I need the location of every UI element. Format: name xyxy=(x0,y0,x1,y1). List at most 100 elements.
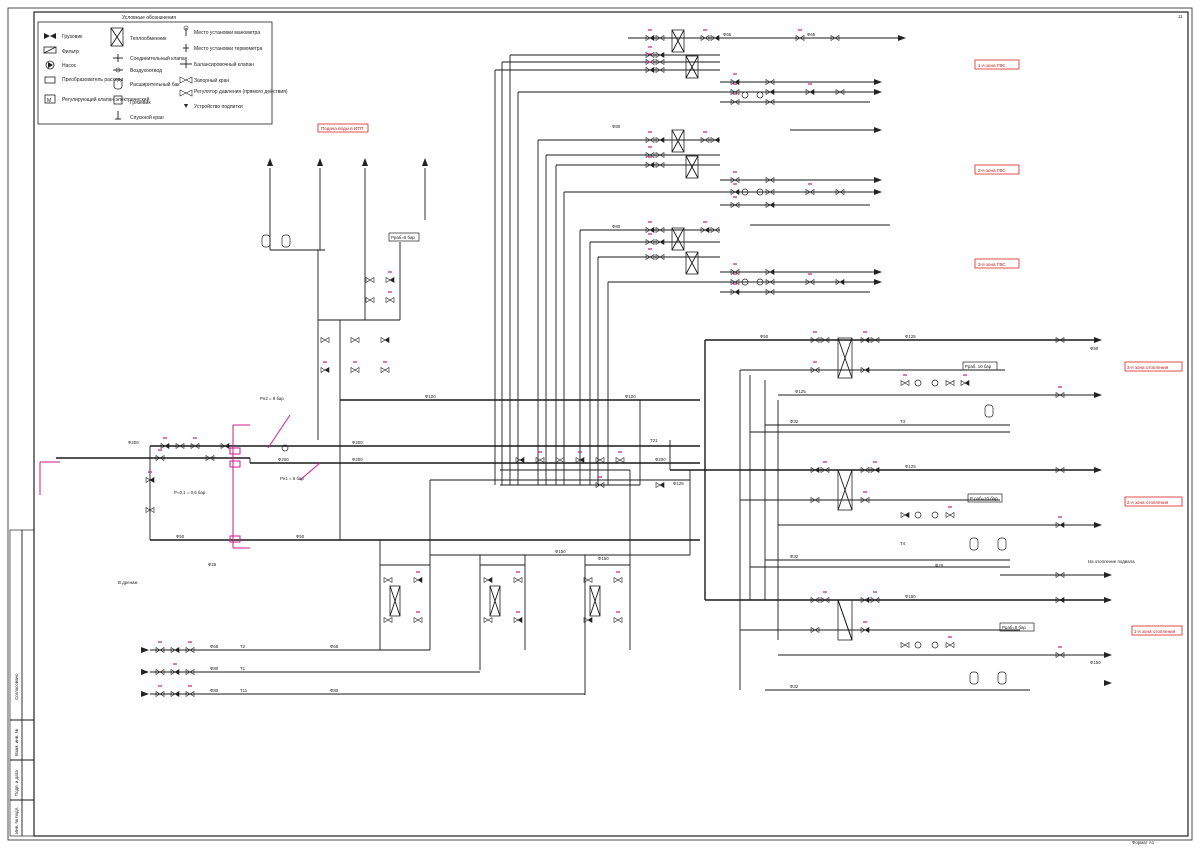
valve-icon xyxy=(814,466,820,474)
label-d200-2: Ф200 xyxy=(352,440,363,445)
valve-icon xyxy=(655,226,661,234)
valve-icon xyxy=(617,616,623,624)
pressure-box-2: Рраб. 10 бар xyxy=(965,364,992,369)
valve-icon xyxy=(1055,571,1061,579)
arrow-10 xyxy=(1094,392,1102,398)
drain-label: В дренаж xyxy=(118,580,137,585)
valve-icon xyxy=(730,188,736,196)
valve-icon xyxy=(805,188,811,196)
regulating-valve-icon: M xyxy=(44,94,56,104)
valve-icon xyxy=(655,481,661,489)
valve-icon xyxy=(734,188,740,196)
valve-icon xyxy=(704,34,710,42)
valve-icon xyxy=(1059,336,1065,344)
legend-item-9: Расширительный бак xyxy=(130,81,180,88)
valve-icon xyxy=(160,442,166,450)
valve-icon xyxy=(645,226,651,234)
valve-icon xyxy=(704,136,710,144)
valve-icon xyxy=(519,456,525,464)
valve-icon xyxy=(860,366,866,374)
valve-icon xyxy=(824,466,830,474)
filter-icon xyxy=(43,46,57,54)
label-d50-4: Ф50 xyxy=(1090,346,1099,351)
label-t4-1: Т4 xyxy=(900,541,906,546)
valve-icon xyxy=(513,616,519,624)
legend-item-15: Запорный кран xyxy=(194,77,229,84)
title-cell-4: Инв. № подл. xyxy=(14,807,19,834)
valve-icon xyxy=(864,366,870,374)
valve-icon xyxy=(860,596,866,604)
valve-icon xyxy=(1055,336,1061,344)
valve-icon xyxy=(649,253,655,261)
heat-exchanger-3a xyxy=(671,227,685,251)
arrow-8 xyxy=(874,279,882,285)
arrow-9 xyxy=(1094,337,1102,343)
label-d50-1: Ф50 xyxy=(296,534,305,539)
valve-icon xyxy=(185,690,191,698)
label-d200-1: Ф200 xyxy=(128,440,139,445)
valve-icon xyxy=(864,466,870,474)
valve-icon xyxy=(659,151,665,159)
legend-item-1: Грузовик xyxy=(62,34,83,40)
valve-icon xyxy=(810,496,816,504)
arrow-up-2 xyxy=(317,158,323,166)
label-t3-1: Т3 xyxy=(900,419,906,424)
valve-icon xyxy=(765,78,771,86)
label-d100-1: Ф100 xyxy=(425,394,436,399)
valve-icon xyxy=(655,151,661,159)
label-t1-1: Т1 xyxy=(240,666,246,671)
valve-icon xyxy=(369,276,375,284)
check-valve-icon xyxy=(113,54,123,62)
valve-icon xyxy=(874,596,880,604)
valve-icon xyxy=(659,253,665,261)
legend-item-14: Балансировочный клапан xyxy=(194,61,254,68)
valve-icon xyxy=(179,442,185,450)
valve-icon xyxy=(809,278,815,286)
valve-icon xyxy=(324,366,330,374)
valve-icon xyxy=(769,98,775,106)
valve-icon xyxy=(194,442,200,450)
valve-icon xyxy=(730,278,736,286)
balancing-valve-icon xyxy=(180,60,192,68)
valve-icon xyxy=(583,616,589,624)
title-cell-3: Подп. и дата xyxy=(14,770,19,796)
arrow-up-4 xyxy=(422,158,428,166)
valve-icon xyxy=(949,641,955,649)
valve-icon xyxy=(365,276,371,284)
valve-icon xyxy=(655,51,661,59)
title-cell-1: Согласовано xyxy=(14,673,19,700)
label-d80-5: Ф80 xyxy=(612,224,621,229)
valve-icon xyxy=(765,201,771,209)
valve-icon xyxy=(387,616,393,624)
legend-item-13: Место установки термометра xyxy=(194,46,263,52)
valve-icon xyxy=(365,296,371,304)
valve-icon xyxy=(155,690,161,698)
valve-icon xyxy=(765,288,771,296)
valve-icon xyxy=(839,88,845,96)
valve-icon xyxy=(860,626,866,634)
valve-icon xyxy=(170,668,176,676)
legend-item-5: Регулирующий клапан электрический xyxy=(62,96,150,103)
valve-icon xyxy=(659,161,665,169)
heat-exchanger-1a xyxy=(671,29,685,53)
misc-labels: В дренаж На отопление подвала Рн2 = 8 ба… xyxy=(118,396,1135,585)
valve-icon xyxy=(730,176,736,184)
valve-icon xyxy=(599,481,605,489)
valve-icon xyxy=(814,336,820,344)
svg-text:M: M xyxy=(47,98,51,104)
label-d200-4: Ф200 xyxy=(278,457,289,462)
note-1zone: 1-я зона ГВС xyxy=(978,63,1006,68)
valve-icon xyxy=(835,278,841,286)
legend-item-10: Грязевик xyxy=(130,100,151,106)
label-d50-3: Ф50 xyxy=(760,334,769,339)
heat-exchanger-h2 xyxy=(837,469,853,511)
note-heat3: 3-я зона отопления xyxy=(1127,365,1169,370)
valve-icon xyxy=(384,336,390,344)
note-podacha: Подача воды в ИТП xyxy=(321,126,363,131)
heat-exchanger-2a xyxy=(671,129,685,153)
valve-icon xyxy=(1055,651,1061,659)
valve-icon xyxy=(824,336,830,344)
arrow-2 xyxy=(874,79,882,85)
arrow-11 xyxy=(1094,467,1102,473)
valve-icon xyxy=(145,476,151,484)
